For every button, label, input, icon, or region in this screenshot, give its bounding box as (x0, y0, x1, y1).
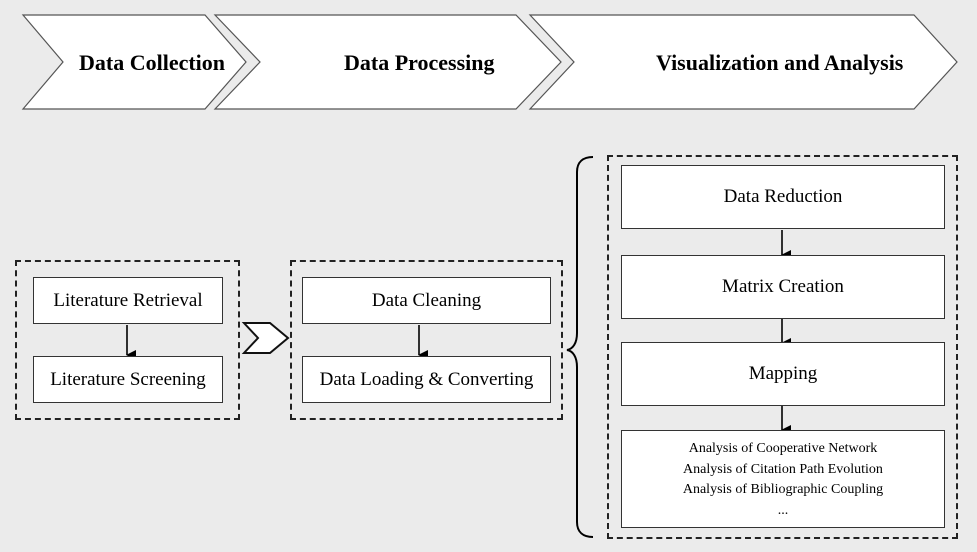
stage-label-collection: Data Collection (79, 50, 226, 75)
step-mapping: Mapping (621, 342, 945, 406)
collection-group (15, 260, 240, 420)
step-literature-retrieval: Literature Retrieval (33, 277, 223, 324)
analysis-line: Analysis of Citation Path Evolution (683, 461, 883, 477)
step-literature-screening: Literature Screening (33, 356, 223, 403)
step-data-reduction: Data Reduction (621, 165, 945, 229)
stage-chevron-collection (21, 14, 247, 110)
visualization-group (607, 155, 958, 539)
processing-group (290, 260, 563, 420)
stage-chevron-processing (213, 14, 562, 110)
step-matrix-creation: Matrix Creation (621, 255, 945, 319)
analysis-line: ... (777, 502, 789, 518)
analysis-box: Analysis of Cooperative Network Analysis… (621, 430, 945, 528)
curly-brace (566, 156, 594, 538)
stage-label-processing: Data Processing (344, 50, 495, 75)
connector-chevron (241, 322, 290, 354)
analysis-line: Analysis of Cooperative Network (688, 441, 878, 456)
analysis-line: Analysis of Bibliographic Coupling (682, 482, 884, 497)
step-data-loading-converting: Data Loading & Converting (302, 356, 551, 403)
stage-label-visualization: Visualization and Analysis (656, 50, 904, 75)
step-data-cleaning: Data Cleaning (302, 277, 551, 324)
stage-chevron-visualization (528, 14, 958, 110)
